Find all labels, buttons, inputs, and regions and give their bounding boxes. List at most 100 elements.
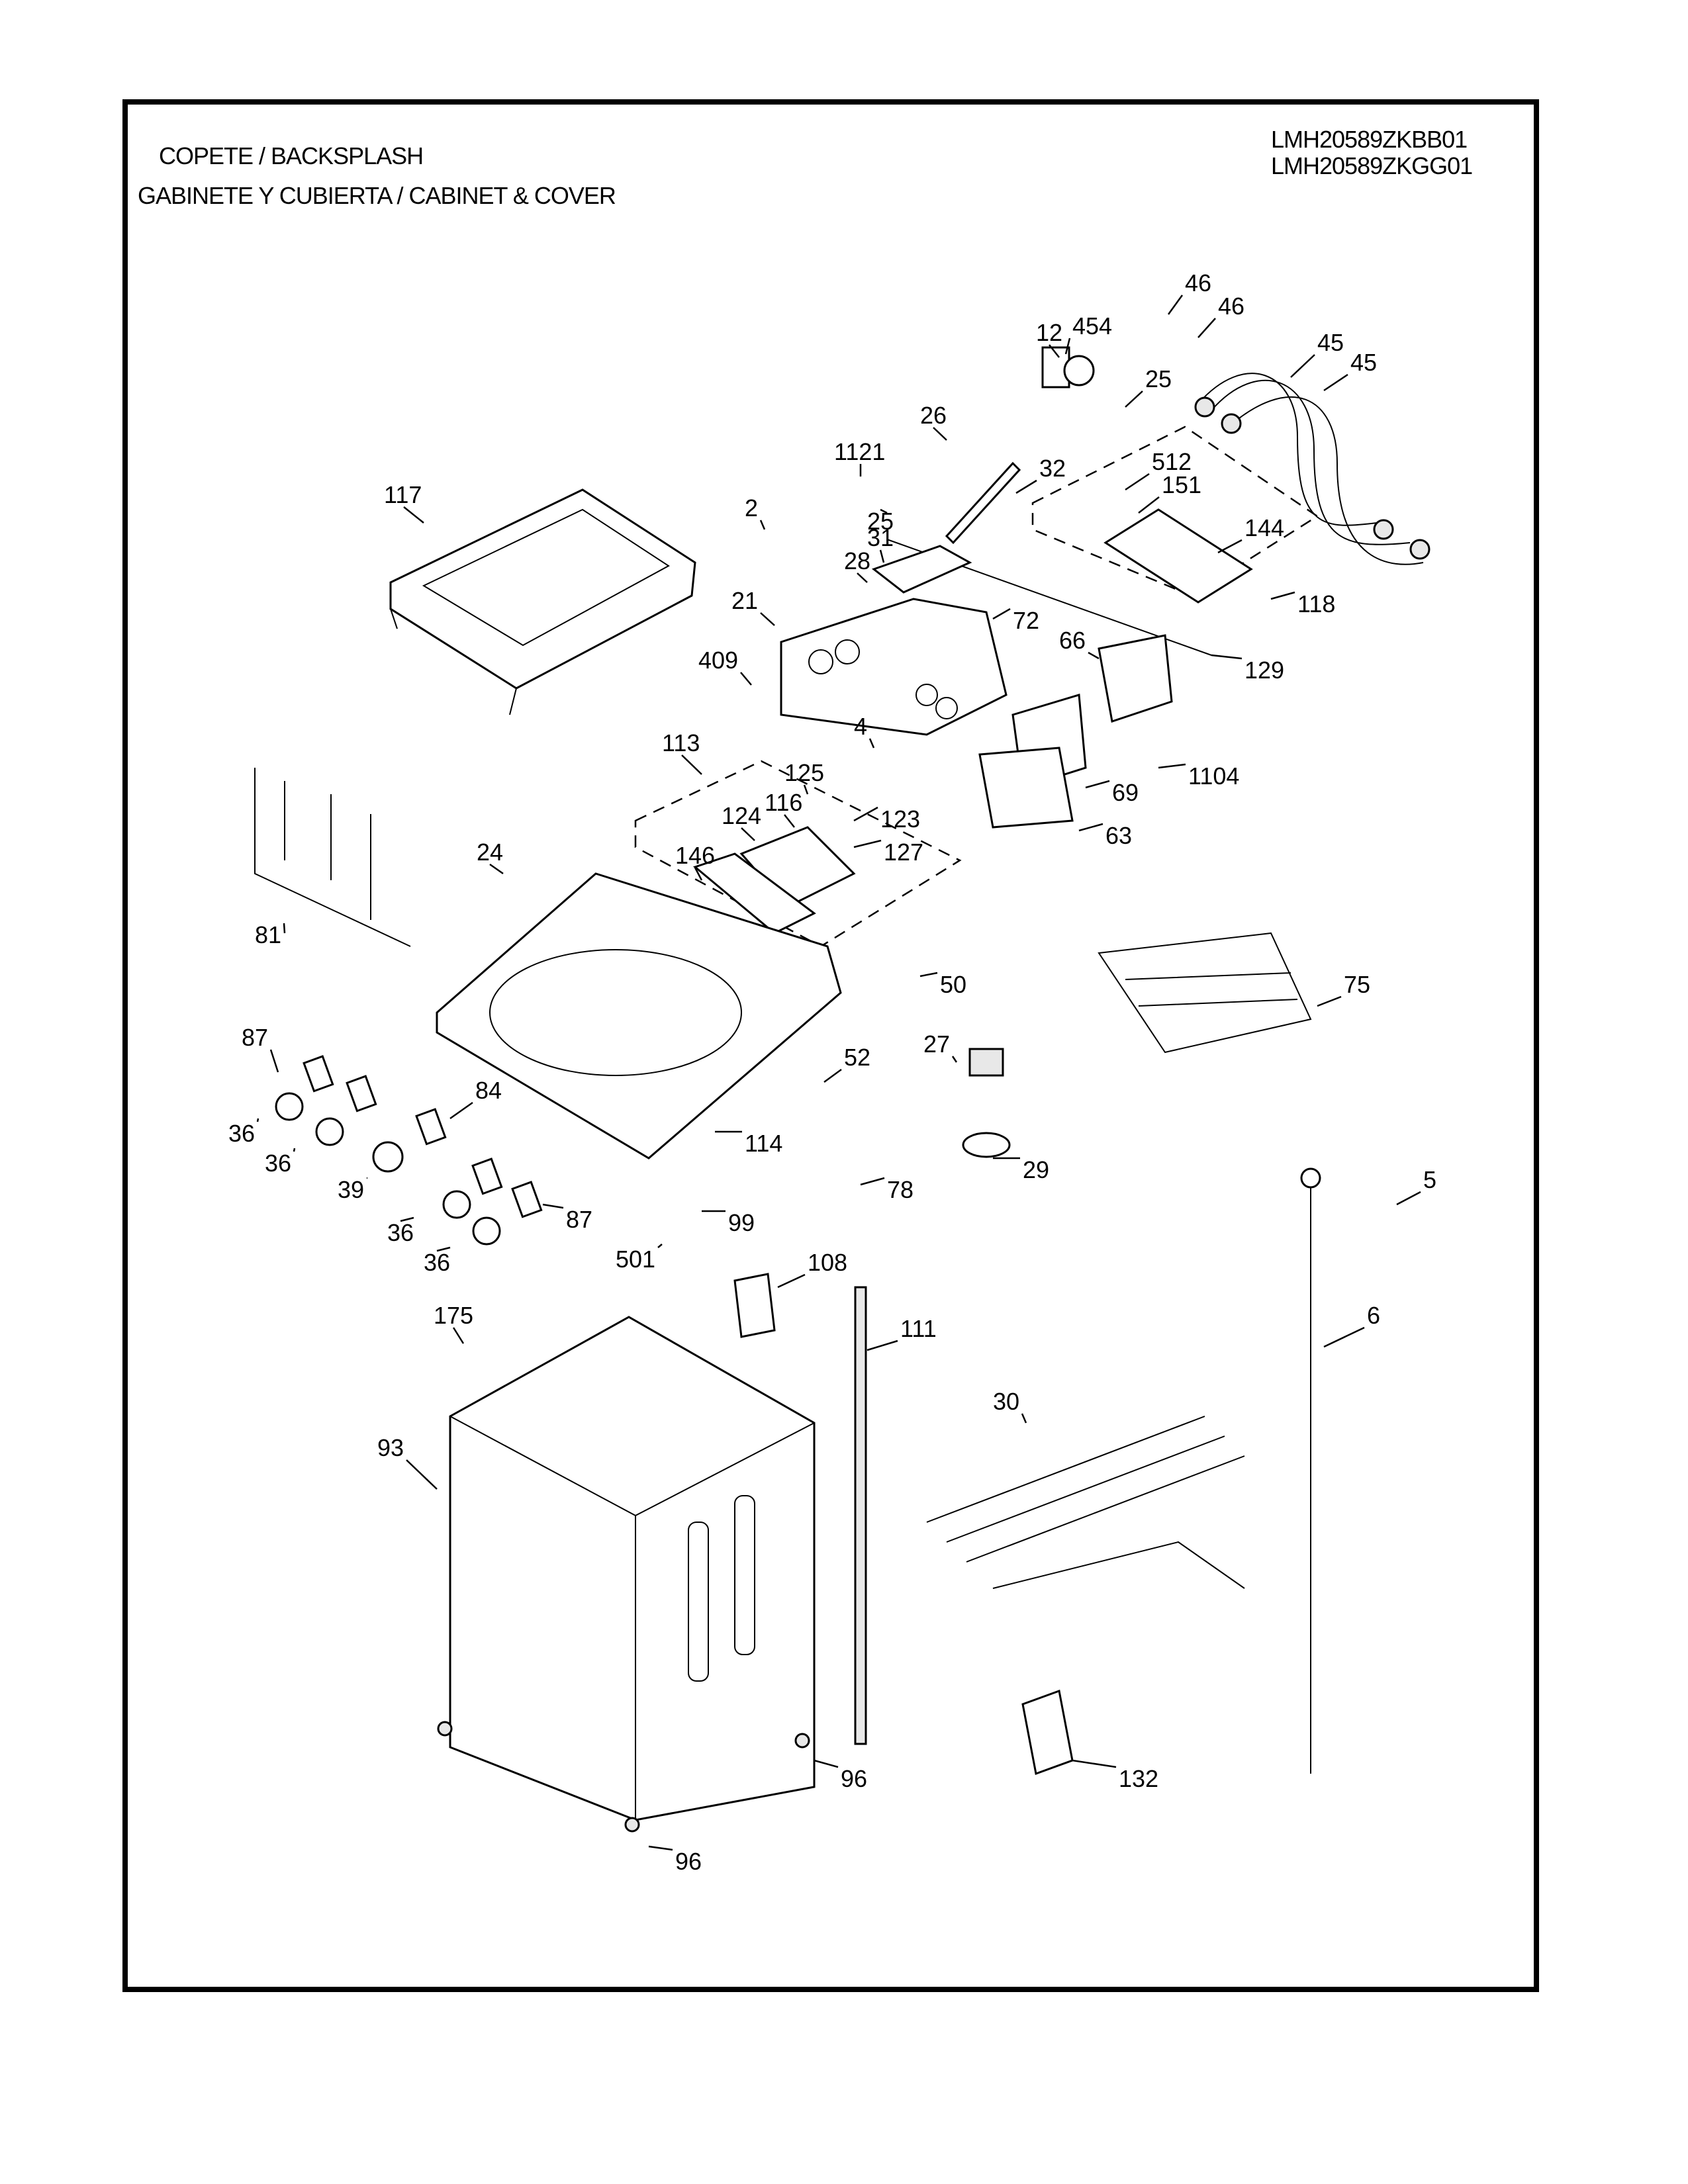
callout-label-69: 69: [1112, 779, 1139, 806]
part-bracket-31: [871, 545, 972, 594]
part-wiring-75: [1098, 932, 1312, 1054]
callout-label-26: 26: [920, 402, 947, 429]
leader-line-144: [1217, 539, 1243, 554]
leader-line-21: [760, 612, 775, 626]
callout-label-84: 84: [475, 1077, 502, 1104]
leader-line-124: [741, 827, 755, 841]
leader-line-127: [853, 839, 882, 848]
part-cover-108: [733, 1273, 776, 1338]
callout-label-127: 127: [884, 839, 923, 866]
callout-label-29: 29: [1023, 1156, 1049, 1183]
callout-label-111: 111: [900, 1315, 937, 1342]
leader-line-87b: [542, 1203, 564, 1209]
leader-line-113: [681, 754, 702, 775]
leader-line-24: [489, 863, 504, 875]
callout-label-87b: 87: [566, 1206, 592, 1233]
callout-label-116: 116: [765, 789, 802, 816]
leader-line-52: [823, 1068, 842, 1083]
callout-label-124: 124: [722, 802, 761, 829]
leader-line-84: [449, 1101, 473, 1120]
leader-line-409: [740, 672, 752, 686]
section-title-cabinet-cover: GABINETE Y CUBIERTA / CABINET & COVER: [138, 182, 616, 209]
leader-line-117: [403, 506, 424, 523]
leader-line-93: [406, 1459, 438, 1490]
callout-label-1104: 1104: [1188, 762, 1239, 790]
leader-line-78: [860, 1177, 885, 1186]
callout-label-24: 24: [477, 839, 503, 866]
callout-label-125: 125: [784, 759, 824, 786]
callout-label-117: 117: [384, 481, 422, 508]
callout-label-108: 108: [808, 1249, 847, 1276]
leader-line-123: [853, 806, 878, 822]
model-number-2: LMH20589ZKGG01: [1271, 152, 1473, 179]
part-valve-assembly-118: [1031, 426, 1319, 604]
callout-label-36d: 36: [424, 1249, 450, 1276]
callout-label-72: 72: [1013, 607, 1039, 634]
leader-line-96a: [814, 1759, 839, 1768]
callout-label-46a: 46: [1185, 269, 1211, 296]
callout-label-129: 129: [1244, 657, 1284, 684]
leader-line-26: [933, 427, 947, 441]
leader-line-151: [1138, 496, 1160, 514]
callout-label-6: 6: [1367, 1302, 1380, 1329]
callout-label-36a: 36: [228, 1120, 255, 1147]
leader-line-28: [857, 572, 868, 583]
model-number-1: LMH20589ZKBB01: [1271, 126, 1468, 153]
callout-label-114: 114: [745, 1130, 782, 1157]
leader-line-454: [1064, 338, 1071, 355]
leader-line-36b: [293, 1148, 296, 1152]
leader-line-25b: [880, 508, 888, 514]
callout-label-4: 4: [854, 713, 867, 740]
callout-label-75: 75: [1344, 971, 1370, 998]
callout-label-78: 78: [887, 1176, 914, 1203]
callout-label-118: 118: [1297, 590, 1335, 617]
callout-label-30: 30: [993, 1388, 1019, 1415]
callout-label-144: 144: [1244, 514, 1284, 541]
part-wiring-81: [254, 768, 411, 947]
leader-line-6: [1323, 1326, 1365, 1348]
leader-line-12: [1049, 344, 1060, 358]
callout-label-45b: 45: [1350, 349, 1377, 376]
leader-line-108: [777, 1273, 806, 1289]
leader-line-129: [1211, 654, 1243, 660]
callout-label-21: 21: [731, 587, 758, 614]
callout-label-454: 454: [1072, 312, 1112, 340]
leader-line-25a: [1125, 390, 1143, 408]
part-rod-6: [1300, 1167, 1321, 1774]
part-inlet-hoses-45: [1194, 373, 1430, 565]
callout-label-39: 39: [338, 1176, 364, 1203]
callout-label-46b: 46: [1218, 293, 1244, 320]
leader-line-132: [1072, 1759, 1117, 1768]
leader-line-36d: [436, 1246, 451, 1252]
leader-line-175: [452, 1327, 465, 1344]
leader-line-111: [867, 1340, 898, 1351]
leader-line-27: [951, 1056, 958, 1063]
leader-line-46b: [1197, 318, 1216, 338]
leader-line-30: [1021, 1413, 1027, 1424]
callout-label-52: 52: [844, 1044, 870, 1071]
callout-label-2: 2: [745, 494, 758, 522]
leader-line-36c: [400, 1216, 414, 1222]
part-wiring-30: [926, 1416, 1245, 1589]
leader-line-96b: [648, 1845, 673, 1851]
leader-line-45a: [1290, 354, 1315, 378]
callout-label-93: 93: [377, 1434, 404, 1461]
callout-label-50: 50: [940, 971, 966, 998]
leader-line-81: [283, 923, 286, 934]
callout-label-45a: 45: [1317, 329, 1344, 356]
part-water-valve-12: [1041, 346, 1095, 388]
leader-line-1104: [1158, 763, 1186, 769]
section-title-backsplash: COPETE / BACKSPLASH: [159, 142, 424, 169]
part-drain-hose-111: [854, 1286, 867, 1745]
leader-line-32: [1015, 479, 1037, 494]
part-console-114: [436, 872, 842, 1160]
leader-line-31: [879, 549, 885, 563]
leader-line-50: [919, 972, 938, 978]
leader-line-46a: [1167, 295, 1184, 315]
leader-line-146: [694, 867, 703, 881]
callout-label-36b: 36: [265, 1150, 291, 1177]
part-control-board-69-63-66: [978, 634, 1173, 829]
leader-line-4: [868, 738, 875, 749]
